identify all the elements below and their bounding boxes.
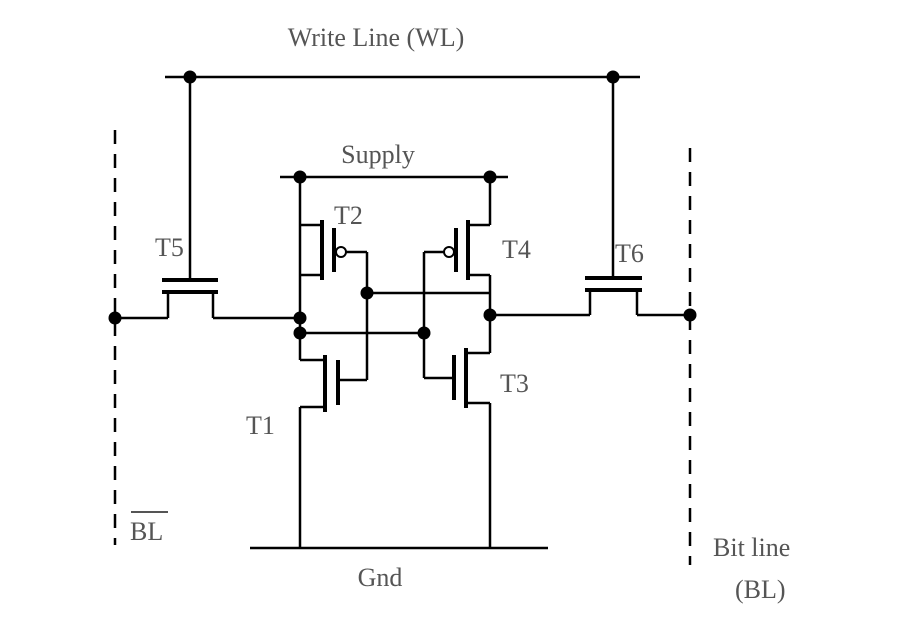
gnd-label: Gnd <box>358 563 403 592</box>
transistor-t5 <box>115 278 300 320</box>
transistor-t2 <box>298 177 367 318</box>
supply-label: Supply <box>341 140 415 169</box>
write-line-label: Write Line (WL) <box>288 23 465 52</box>
transistor-t6 <box>490 276 690 317</box>
transistor-t3 <box>424 315 492 548</box>
t2-label: T2 <box>334 201 363 230</box>
t3-label: T3 <box>500 369 529 398</box>
bit-line-label: Bit line <box>713 533 790 562</box>
junction-nodes <box>108 70 697 340</box>
t1-label: T1 <box>246 411 275 440</box>
transistor-t1 <box>298 318 367 548</box>
bit-line-abbrev-label: (BL) <box>735 575 786 604</box>
bl-bar-label: BL <box>130 517 163 546</box>
t4-label: T4 <box>502 235 531 264</box>
t6-label: T6 <box>615 239 644 268</box>
transistor-t4 <box>424 177 492 315</box>
t5-label: T5 <box>155 233 184 262</box>
